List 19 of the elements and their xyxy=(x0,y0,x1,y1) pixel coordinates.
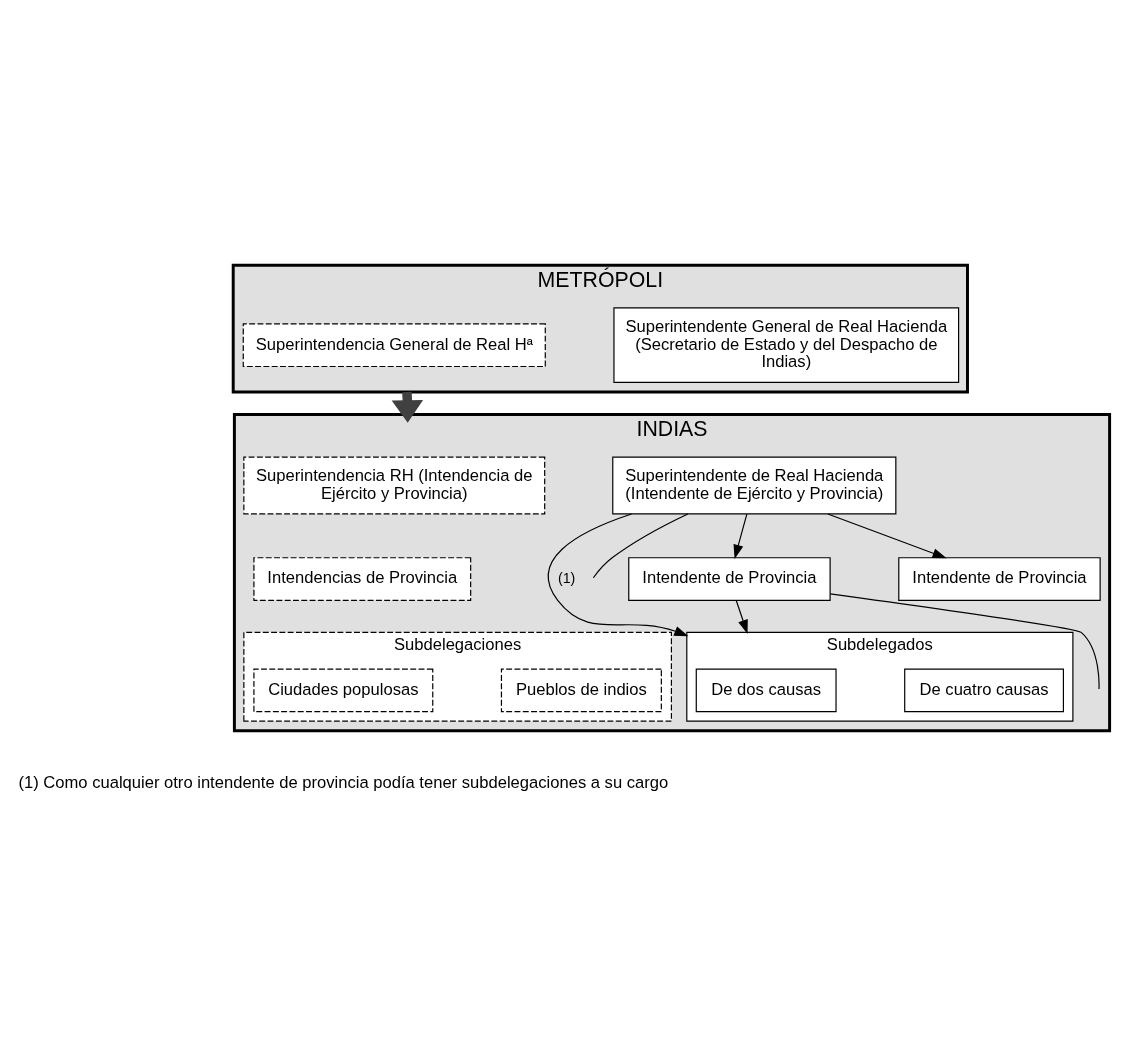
label: (1) Como cualquier otro intendente de provincia podía tener subdelegaciones a su cargo xyxy=(18,772,669,792)
arrow xyxy=(547,512,689,636)
node-box: Intendente de Provincia xyxy=(898,556,1101,601)
arrow xyxy=(733,512,748,559)
node-box: Superintendencia RH (Intendencia de Ejército y Provincia) xyxy=(243,456,546,514)
node-box: Ciudades populosas xyxy=(253,668,434,712)
node-box: Pueblos de indios xyxy=(500,668,662,712)
node-box: Superintendente de Real Hacienda (Intendente de Ejército y Provincia) xyxy=(612,456,897,514)
edge-label: (1) xyxy=(557,569,576,586)
connector xyxy=(592,512,689,578)
node-box: Superintendencia General de Real Hª xyxy=(242,322,546,367)
arrow xyxy=(827,512,947,558)
node-box: Intendencias de Provincia xyxy=(253,556,472,601)
node-box: Intendente de Provincia xyxy=(628,556,831,601)
node-box: De cuatro causas xyxy=(904,668,1064,712)
node-box: Superintendente General de Real Hacienda (Secretario de Estado y del Despacho de Indias) xyxy=(613,306,960,383)
node-box: De dos causas xyxy=(695,668,837,712)
connector xyxy=(829,592,1100,690)
arrow xyxy=(735,599,748,634)
